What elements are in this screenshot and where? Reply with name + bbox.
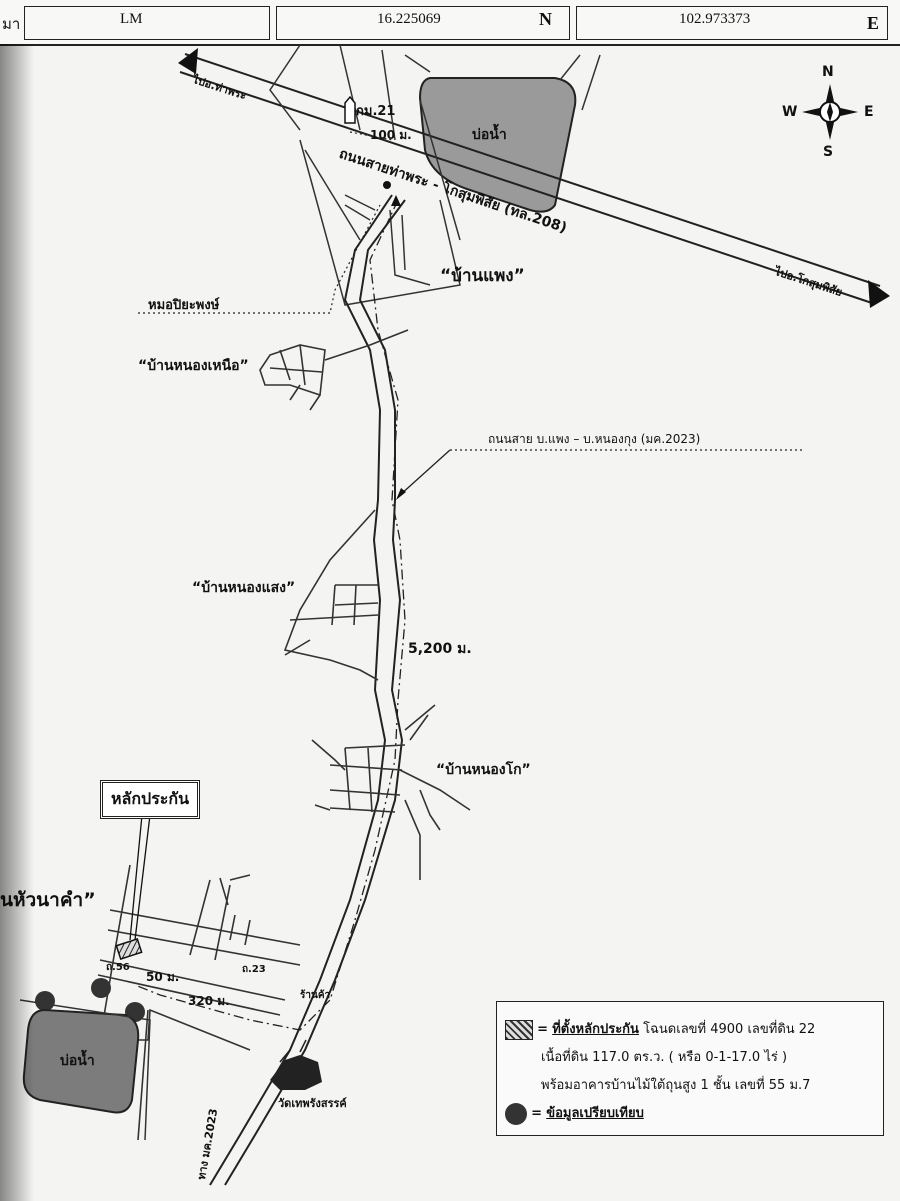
longitude-cell: 102.973373 E	[576, 6, 888, 40]
km-post-icon	[344, 95, 356, 124]
collateral-label-box: หลักประกัน	[100, 780, 201, 819]
label-pond-top: บ่อน้ำ	[472, 127, 507, 143]
comparison-dot-1	[35, 991, 55, 1011]
compass-w: W	[782, 104, 798, 120]
collateral-pointer	[134, 814, 151, 941]
label-ban-nong-nuea: “บ้านหนองเหนือ”	[138, 358, 249, 374]
label-dist-100: 100 ม.	[370, 128, 412, 142]
compass-rose	[802, 84, 858, 140]
label-dist-320: 320 ม.	[188, 994, 230, 1008]
pond-top	[418, 77, 577, 213]
pond-bottom	[22, 1008, 140, 1114]
coordinate-header: มา LM 16.225069 N 102.973373 E	[0, 0, 900, 46]
header-partial-label: มา	[2, 17, 21, 33]
highway-208	[179, 53, 881, 305]
legend-row-collateral: = ที่ตั้งหลักประกัน โฉนดเลขที่ 4900 เลขท…	[505, 1018, 815, 1040]
label-dist-5200: 5,200 ม.	[408, 641, 472, 657]
arrow-to-tha-phra	[178, 48, 198, 74]
label-ban-nong-ko: “บ้านหนองโก”	[436, 762, 531, 778]
longitude-value: 102.973373	[679, 11, 751, 27]
temple-icon	[270, 1055, 322, 1090]
legend-collateral-title: ที่ตั้งหลักประกัน	[552, 1022, 639, 1037]
collateral-lot	[115, 937, 143, 961]
label-ban-phaeng: “บ้านแพง”	[440, 266, 525, 286]
legend-equals-1: =	[537, 1022, 549, 1037]
latitude-letter: N	[539, 9, 552, 29]
label-temple: วัดเทพรังสรรค์	[278, 1097, 347, 1110]
legend-comparison: ข้อมูลเปรียบเทียบ	[546, 1106, 644, 1121]
legend-collateral-deed: โฉนดเลขที่ 4900 เลขที่ดิน 22	[643, 1022, 816, 1037]
compass-e: E	[864, 104, 874, 120]
road-label-local: ถนนสาย บ.แพง – บ.หนองกุง (มค.2023)	[488, 432, 701, 446]
code-value: LM	[120, 11, 143, 27]
label-road-56: ถ.56	[106, 962, 130, 973]
location-map	[19, 44, 890, 1186]
comparison-dot-2	[91, 978, 111, 998]
label-shop: ร้านค้า	[300, 990, 331, 1001]
latitude-cell: 16.225069 N	[276, 6, 570, 40]
legend-building: พร้อมอาคารบ้านไม้ใต้ถุนสูง 1 ชั้น เลขที่…	[541, 1078, 811, 1093]
compass-s: S	[823, 144, 834, 160]
legend-box: = ที่ตั้งหลักประกัน โฉนดเลขที่ 4900 เลขท…	[496, 1001, 884, 1136]
longitude-letter: E	[867, 13, 880, 33]
arrow-to-kosum	[868, 280, 890, 308]
compass-n: N	[822, 64, 834, 80]
legend-equals-2: =	[531, 1106, 543, 1121]
legend-row-comparison: = ข้อมูลเปรียบเทียบ	[505, 1102, 644, 1125]
hatch-swatch-icon	[505, 1019, 533, 1040]
label-ban-hua-na-kham: นหัวนาคำ”	[0, 889, 96, 911]
comparison-dot-swatch-icon	[505, 1102, 527, 1125]
label-mo-piya: หมอปิยะพงษ์	[148, 298, 220, 313]
legend-area: เนื้อที่ดิน 117.0 ตร.ว. ( หรือ 0-1-17.0 …	[541, 1050, 788, 1065]
route-line	[134, 199, 406, 1031]
label-km21: กม.21	[356, 104, 396, 119]
scan-edge-shadow	[0, 44, 34, 1201]
local-road	[209, 194, 406, 1186]
label-pond-bottom: บ่อน้ำ	[60, 1053, 95, 1069]
code-cell: LM	[24, 6, 270, 40]
label-dist-50: 50 ม.	[146, 970, 180, 984]
label-road-23: ถ.23	[242, 964, 266, 975]
label-ban-nong-saeng: “บ้านหนองแสง”	[192, 580, 296, 596]
latitude-value: 16.225069	[377, 11, 441, 27]
